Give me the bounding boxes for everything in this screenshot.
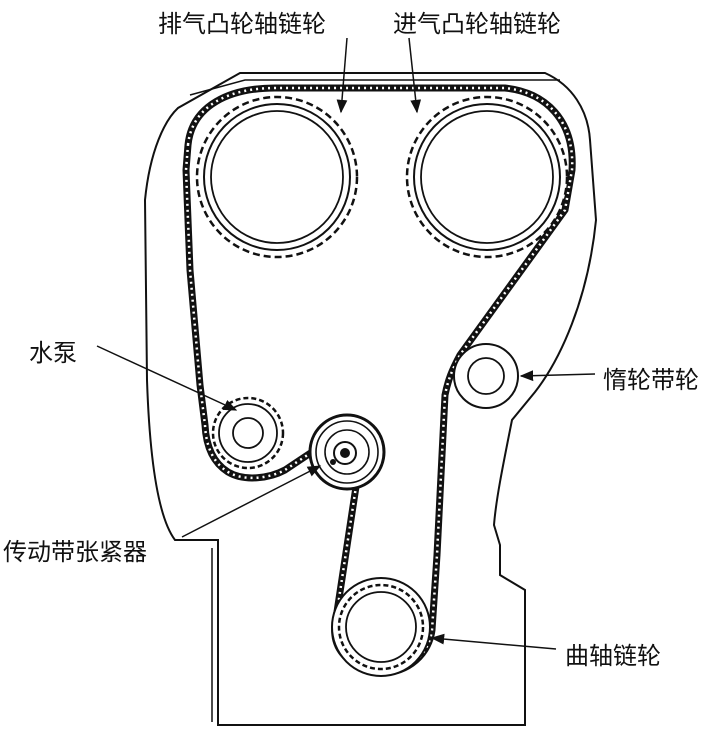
intake-cam-sprocket [405,95,569,259]
belt-tensioner [308,413,386,491]
arrow-intake-cam [408,37,422,114]
engine-cover-outline [143,72,598,726]
water-pump-label: 水泵 [29,339,77,367]
exhaust-cam-sprocket [195,95,359,259]
crankshaft-sprocket [331,577,431,677]
arrow-idler [519,370,596,382]
idler-pulley [453,343,519,409]
crankshaft-sprocket-label: 曲轴链轮 [565,642,661,670]
arrow-crankshaft [430,633,557,650]
arrow-tensioner [181,465,322,538]
cover-inner-lip [189,79,560,96]
idler-pulley-label: 惰轮带轮 [603,366,699,394]
arrow-exhaust-cam [336,37,348,114]
water-pump-pulley [211,396,285,470]
arrow-water-pump [96,345,238,411]
belt-tensioner-label: 传动带张紧器 [3,538,147,566]
exhaust-cam-sprocket-label: 排气凸轮轴链轮 [158,10,326,38]
intake-cam-sprocket-label: 进气凸轮轴链轮 [393,10,561,38]
